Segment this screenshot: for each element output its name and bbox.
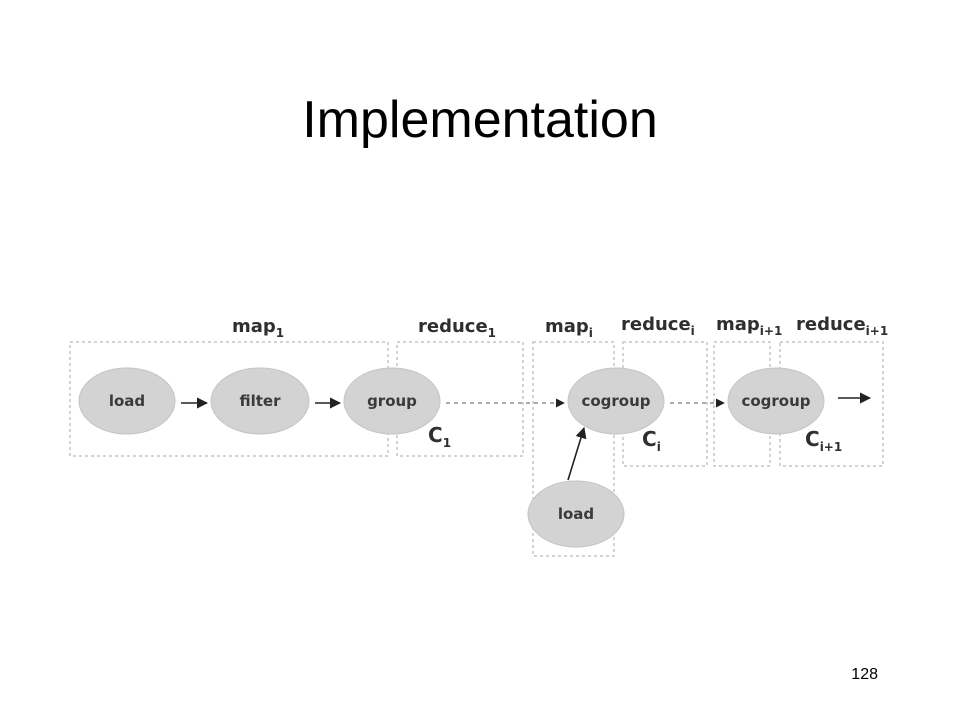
c-label-i1: Ci+1 (805, 427, 842, 454)
node-label-load-2: load (558, 505, 594, 523)
c-label-i: Ci (642, 427, 661, 454)
node-group (343, 367, 441, 435)
node-label-cogroup-i: cogroup (581, 392, 650, 410)
slide-title: Implementation (302, 91, 658, 149)
phase-label-mapi1: mapi+1 (716, 314, 782, 338)
node-label-group: group (367, 392, 417, 410)
node-load-2 (527, 480, 625, 548)
phase-label-reducei: reducei (621, 314, 695, 338)
phase-label-mapi: mapi (545, 316, 593, 340)
node-cogroup-i1 (727, 367, 825, 435)
node-label-filter: filter (239, 392, 281, 410)
c-label-1: C1 (428, 423, 451, 450)
phase-label-reduce1: reduce1 (418, 316, 496, 340)
node-label-load-1: load (109, 392, 145, 410)
node-load-1 (78, 367, 176, 435)
phase-label-map1: map1 (232, 316, 284, 340)
arrow-load-to-cogroup-i (567, 426, 587, 481)
node-cogroup-i (567, 367, 665, 435)
node-filter (210, 367, 310, 435)
mapi-stage-box (532, 341, 615, 557)
page-number: 128 (851, 666, 878, 683)
phase-label-reducei1: reducei+1 (796, 314, 888, 338)
node-label-cogroup-i1: cogroup (741, 392, 810, 410)
